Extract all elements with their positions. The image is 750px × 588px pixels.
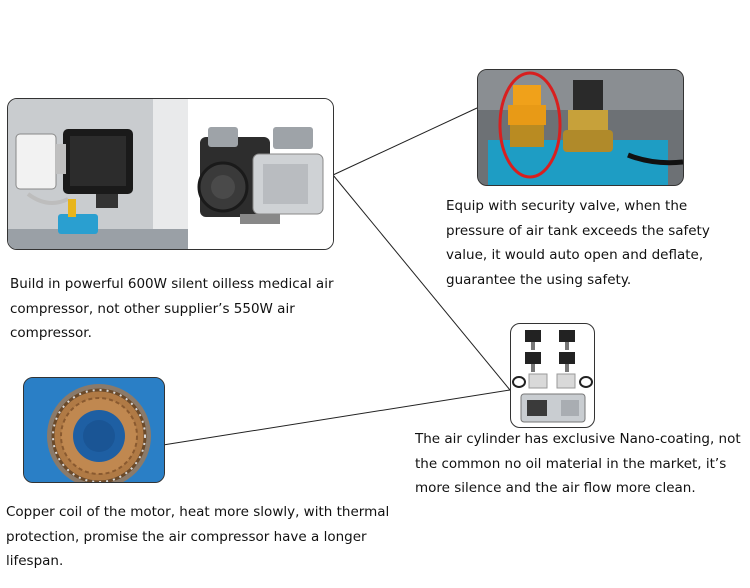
cylinder-photo: [510, 323, 595, 428]
compressor-caption: Build in powerful 600W silent oilless me…: [10, 276, 334, 341]
coil-caption: Copper coil of the motor, heat more slow…: [6, 504, 390, 569]
cylinder-caption: The air cylinder has exclusive Nano-coat…: [415, 431, 741, 496]
coil-photo: [23, 377, 165, 483]
valve-highlight-circle: [498, 71, 562, 179]
compressor-photo: [7, 98, 334, 250]
line-to-valve: [332, 107, 478, 176]
valve-photo: [477, 69, 684, 186]
line-to-coil: [162, 389, 511, 446]
line-to-cylinder: [332, 174, 511, 391]
valve-caption: Equip with security valve, when the pres…: [446, 198, 710, 288]
